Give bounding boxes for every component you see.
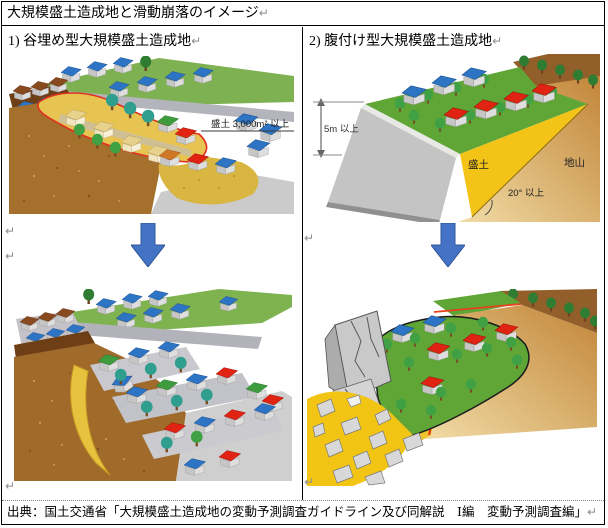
- return-mark: ↵: [191, 34, 202, 48]
- source-caption-text: 出典：国土交通省「大規模盛土造成地の変動予測調査ガイドライン及び同解説 Ⅰ編 変…: [7, 505, 587, 519]
- figure-valley-fill-before: 盛土 3,000m² 以上: [9, 56, 294, 214]
- angle-label: 20° 以上: [508, 188, 545, 199]
- source-caption: 出典：国土交通省「大規模盛土造成地の変動予測調査ガイドライン及び同解説 Ⅰ編 変…: [2, 500, 604, 524]
- figure-side-fill-before: 5m 以上 盛土 地山 20° 以上: [313, 54, 600, 222]
- return-mark: ↵: [258, 6, 269, 20]
- side-fill-header: 2) 腹付け型大規模盛土造成地↵: [309, 34, 503, 49]
- return-mark: ↵: [5, 224, 16, 238]
- return-mark: ↵: [304, 231, 315, 245]
- fill-area-label: 盛土 3,000m² 以上: [211, 118, 290, 130]
- valley-fill-header: 1) 谷埋め型大規模盛土造成地↵: [8, 34, 202, 49]
- down-arrow-icon: [131, 223, 165, 267]
- natural-ground-label: 地山: [564, 156, 585, 169]
- return-mark: ↵: [304, 475, 315, 489]
- valley-fill-panel: 1) 谷埋め型大規模盛土造成地↵: [2, 27, 303, 500]
- side-fill-panel: 2) 腹付け型大規模盛土造成地↵: [303, 27, 604, 500]
- return-mark: ↵: [586, 505, 598, 519]
- page-title-text: 大規模盛土造成地と滑動崩落のイメージ: [7, 6, 259, 21]
- embankment-face: [460, 104, 588, 217]
- page-title: 大規模盛土造成地と滑動崩落のイメージ↵: [2, 2, 604, 26]
- return-mark: ↵: [5, 249, 16, 263]
- fill-label: 盛土: [468, 158, 489, 171]
- down-arrow-icon: [431, 223, 465, 267]
- return-mark: ↵: [5, 479, 16, 493]
- return-mark: ↵: [492, 34, 503, 48]
- figure-side-fill-after: [307, 289, 597, 486]
- figure-valley-fill-after: [14, 289, 292, 481]
- height-label: 5m 以上: [324, 124, 359, 135]
